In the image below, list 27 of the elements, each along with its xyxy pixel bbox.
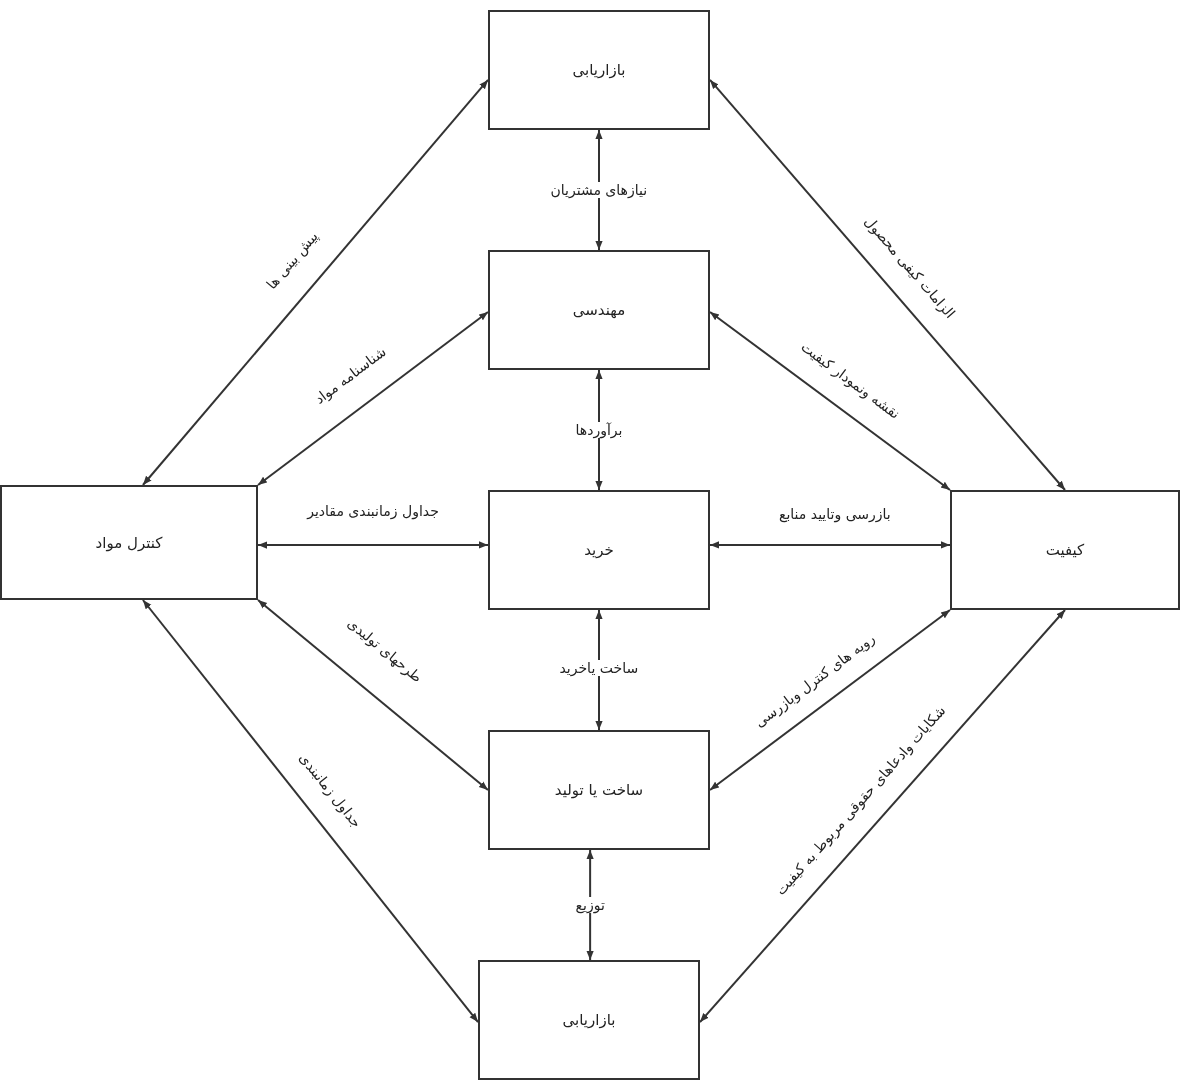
box-label: کیفیت <box>1045 541 1085 559</box>
arrow <box>141 78 489 486</box>
arrow <box>709 311 951 491</box>
arrow <box>257 599 489 791</box>
arrow <box>257 311 489 486</box>
box-label: مهندسی <box>572 301 626 319</box>
arrow <box>141 599 479 1024</box>
process-box <box>488 490 710 610</box>
box-label: ساخت یا تولید <box>554 781 644 799</box>
arrow <box>257 541 489 549</box>
box-label: خرید <box>584 541 614 559</box>
process-box <box>488 730 710 850</box>
arrow <box>709 609 951 791</box>
process-box <box>478 960 700 1080</box>
arrow <box>709 78 1066 491</box>
arrow <box>595 369 603 491</box>
process-box <box>488 250 710 370</box>
box-label: بازاریابی <box>572 61 626 79</box>
box-label: بازاریابی <box>562 1011 616 1029</box>
box-label: کنترل مواد <box>95 533 163 552</box>
arrow <box>595 129 603 251</box>
process-box <box>488 10 710 130</box>
process-box <box>0 485 258 600</box>
arrow <box>595 609 603 731</box>
arrow <box>709 541 951 549</box>
process-box <box>950 490 1180 610</box>
arrow <box>699 609 1066 1024</box>
